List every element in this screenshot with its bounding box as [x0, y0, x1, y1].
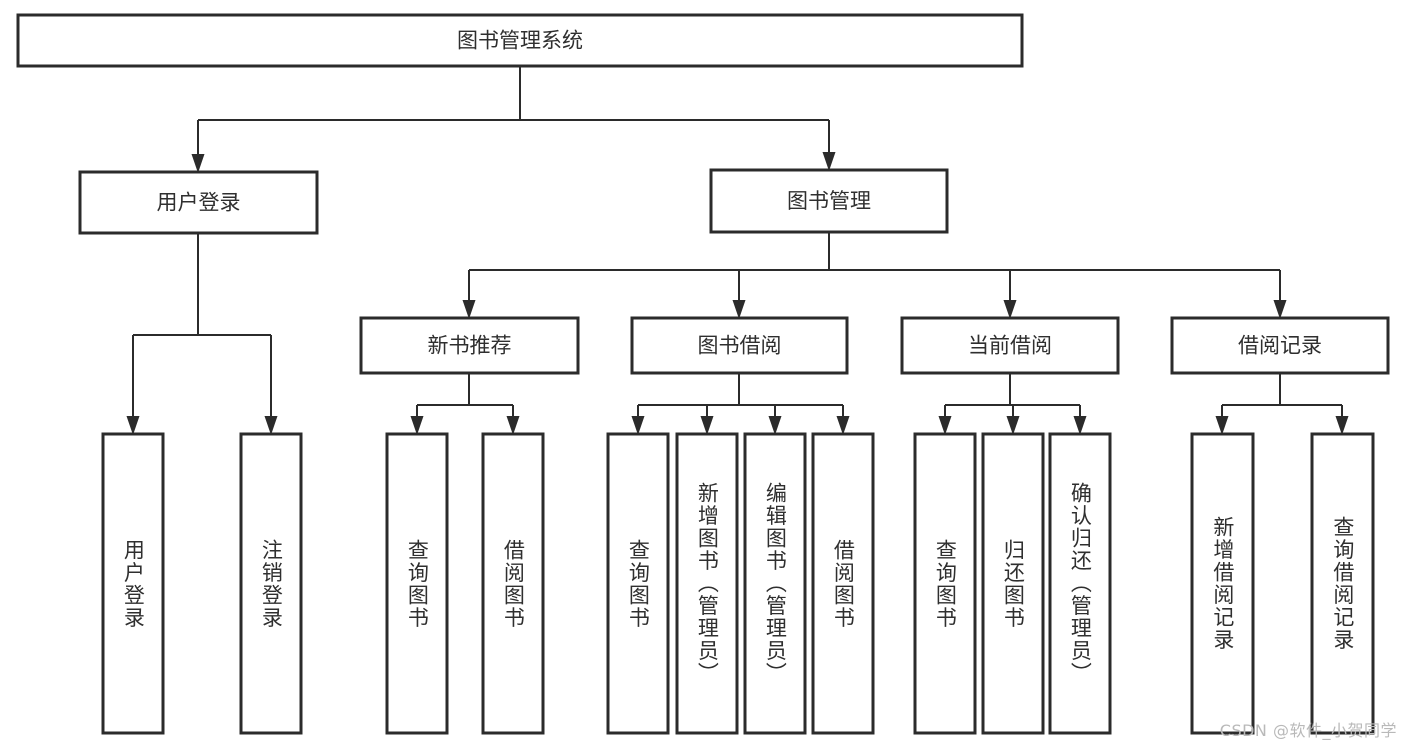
connector-arrowhead-icon: [768, 416, 782, 435]
connector-arrowhead-icon: [191, 154, 205, 173]
connector-arrowhead-icon: [264, 416, 278, 435]
node-box-leaf-borrow-book-2[interactable]: [811, 432, 875, 735]
node-label-user-login: 用户登录: [157, 191, 241, 215]
node-box-leaf-query-book-2[interactable]: [606, 432, 670, 735]
connector-group-book-manage: [462, 232, 1287, 319]
node-label-new-book-rec: 新书推荐: [428, 334, 512, 358]
connector-group-book-borrow: [631, 373, 850, 435]
node-box-leaf-add-record[interactable]: [1190, 432, 1255, 735]
csdn-watermark: CSDN @软件_小贺同学: [1219, 721, 1397, 740]
node-box-new-book-rec[interactable]: [359, 316, 580, 375]
boxes-layer: [16, 13, 1390, 735]
node-label-current-borrow: 当前借阅: [968, 334, 1052, 358]
connector-arrowhead-icon: [700, 416, 714, 435]
connector-group-current-borrow: [938, 373, 1087, 435]
connector-group-user-login: [126, 233, 278, 435]
node-box-current-borrow[interactable]: [900, 316, 1120, 375]
connector-arrowhead-icon: [1006, 416, 1020, 435]
connectors-layer: [126, 66, 1349, 435]
connector-arrowhead-icon: [1273, 300, 1287, 319]
connector-arrowhead-icon: [822, 152, 836, 171]
connector-group-new-book-rec: [410, 373, 520, 435]
node-box-user-login[interactable]: [78, 170, 319, 235]
connector-arrowhead-icon: [462, 300, 476, 319]
connector-arrowhead-icon: [126, 416, 140, 435]
node-box-root[interactable]: [16, 13, 1024, 68]
connector-arrowhead-icon: [836, 416, 850, 435]
connector-arrowhead-icon: [732, 300, 746, 319]
node-label-book-manage: 图书管理: [787, 189, 871, 213]
connector-group-borrow-record: [1215, 373, 1349, 435]
node-box-borrow-record[interactable]: [1170, 316, 1390, 375]
node-box-leaf-query-book-3[interactable]: [913, 432, 977, 735]
node-box-leaf-return-book[interactable]: [981, 432, 1045, 735]
node-box-leaf-logout[interactable]: [239, 432, 303, 735]
connector-arrowhead-icon: [1215, 416, 1229, 435]
node-box-leaf-borrow-book-1[interactable]: [481, 432, 545, 735]
node-box-leaf-user-login[interactable]: [101, 432, 165, 735]
node-box-leaf-confirm-return[interactable]: [1048, 432, 1112, 735]
node-box-book-manage[interactable]: [709, 168, 949, 234]
connector-arrowhead-icon: [410, 416, 424, 435]
node-box-leaf-edit-book[interactable]: [743, 432, 807, 735]
connector-arrowhead-icon: [938, 416, 952, 435]
node-label-root: 图书管理系统: [457, 29, 583, 53]
node-box-book-borrow[interactable]: [630, 316, 849, 375]
connector-arrowhead-icon: [631, 416, 645, 435]
connector-arrowhead-icon: [1073, 416, 1087, 435]
node-label-book-borrow: 图书借阅: [698, 334, 782, 358]
node-box-leaf-add-book[interactable]: [675, 432, 739, 735]
node-box-leaf-query-record[interactable]: [1310, 432, 1375, 735]
node-box-leaf-query-book-1[interactable]: [385, 432, 449, 735]
connector-group-root: [191, 66, 836, 173]
connector-arrowhead-icon: [1003, 300, 1017, 319]
connector-arrowhead-icon: [506, 416, 520, 435]
connector-arrowhead-icon: [1335, 416, 1349, 435]
node-label-borrow-record: 借阅记录: [1238, 334, 1322, 358]
